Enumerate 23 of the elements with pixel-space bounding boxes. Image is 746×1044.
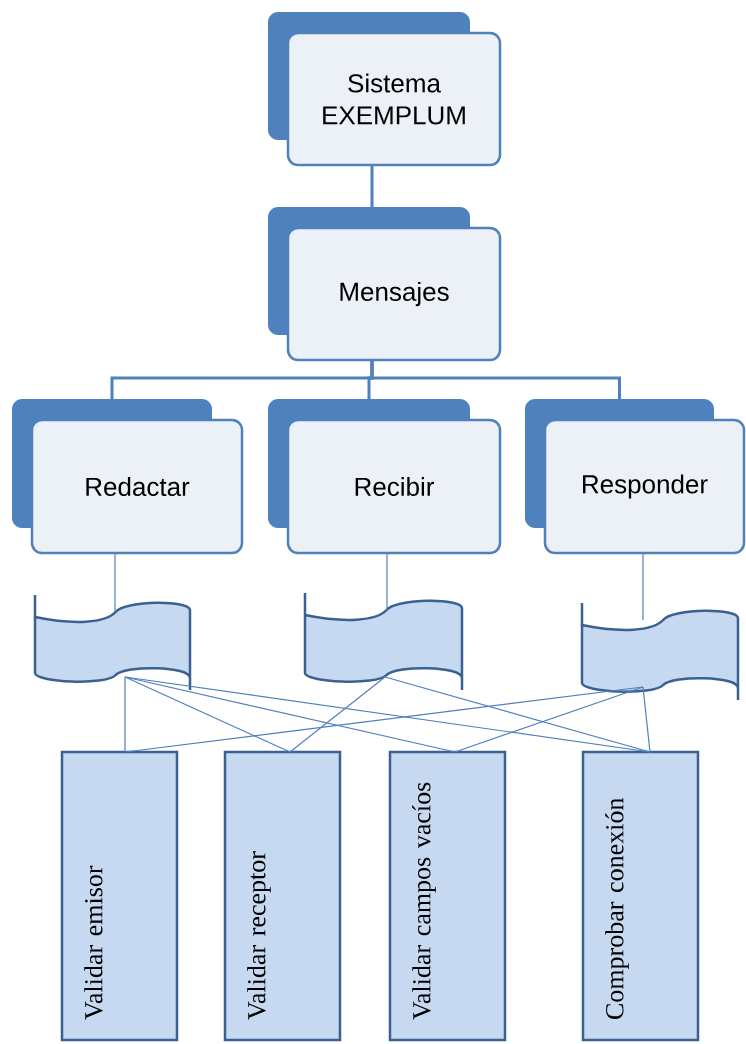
connector-line bbox=[124, 676, 291, 753]
connector-line bbox=[386, 552, 388, 611]
process-box: Responder bbox=[525, 399, 746, 555]
connector-line bbox=[124, 676, 126, 753]
connector-line bbox=[289, 676, 386, 753]
connector-line bbox=[454, 686, 644, 753]
flag-shape bbox=[33, 595, 192, 690]
task-box: Comprobar conexión bbox=[581, 750, 700, 1042]
flag-shape bbox=[303, 593, 464, 690]
connector-line bbox=[642, 552, 644, 621]
connector-line bbox=[384, 676, 651, 753]
flag-shape bbox=[580, 603, 740, 700]
process-box: Recibir bbox=[268, 399, 502, 555]
process-box: Sistema EXEMPLUM bbox=[268, 12, 502, 167]
process-box: Mensajes bbox=[268, 207, 502, 362]
task-box: Validar receptor bbox=[223, 750, 342, 1042]
connector-line bbox=[370, 165, 374, 208]
process-box: Redactar bbox=[12, 399, 244, 555]
connector-line bbox=[642, 686, 651, 753]
task-box: Validar campos vacíos bbox=[388, 750, 507, 1042]
connector-line bbox=[370, 360, 621, 400]
connector-line bbox=[114, 552, 116, 613]
task-box: Validar emisor bbox=[60, 750, 179, 1042]
